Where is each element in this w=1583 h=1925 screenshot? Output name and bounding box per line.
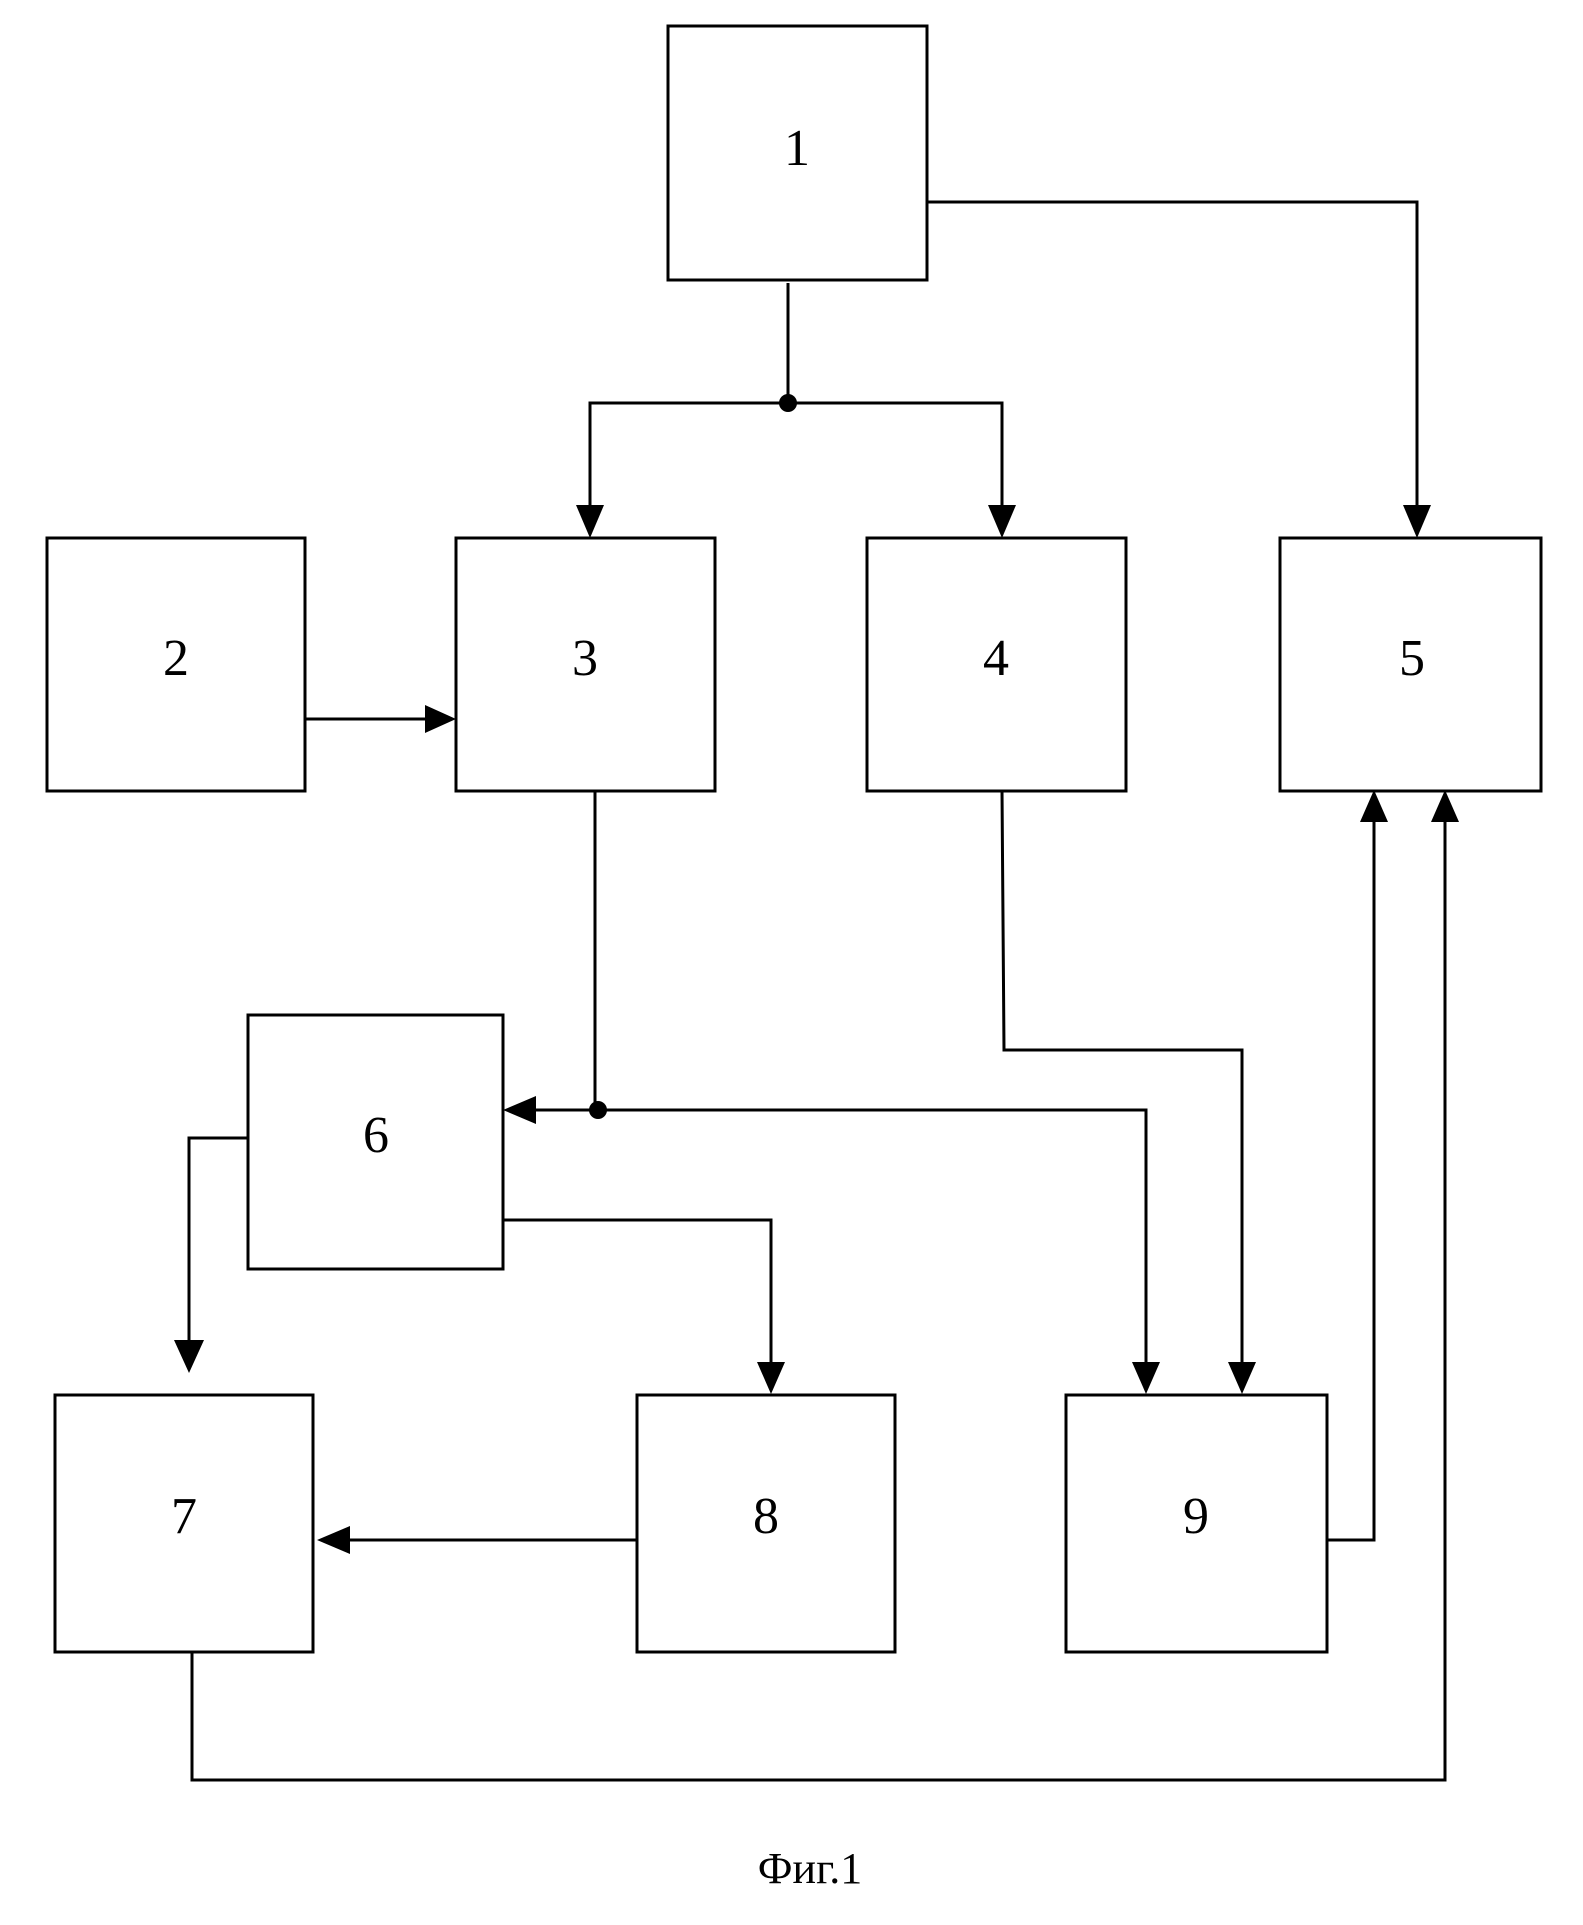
connection-7-to-5 <box>190 815 1447 1782</box>
arrowhead-into-7-top <box>174 1340 204 1373</box>
connection-6-to-8 <box>503 1218 773 1365</box>
block-8: 8 <box>635 1393 897 1654</box>
arrowhead-into-3-left <box>425 705 456 733</box>
arrowhead-into-3-top <box>576 505 604 538</box>
connection-1-to-3 <box>588 401 788 510</box>
connection-9-to-5 <box>1327 815 1376 1542</box>
block-1-label: 1 <box>784 120 810 177</box>
connection-1-to-4 <box>788 401 1004 510</box>
arrowhead-into-8-top <box>757 1362 785 1394</box>
block-6: 6 <box>246 1013 505 1271</box>
junction-dots <box>589 394 797 1119</box>
block-4-label: 4 <box>983 630 1009 687</box>
figure-caption: Фиг.1 <box>758 1844 862 1893</box>
connection-lines <box>187 200 1447 1782</box>
connection-1-to-5 <box>927 200 1419 510</box>
junction-dot-middle <box>589 1101 607 1119</box>
block-3-label: 3 <box>572 630 598 687</box>
block-3: 3 <box>454 536 717 793</box>
block-9-label: 9 <box>1183 1488 1209 1545</box>
block-5-label: 5 <box>1399 630 1425 687</box>
connection-6-to-7 <box>187 1136 248 1343</box>
connection-3-to-9 <box>595 1108 1148 1365</box>
block-8-label: 8 <box>753 1488 779 1545</box>
arrowhead-into-5-bottom-left <box>1360 790 1388 822</box>
arrowhead-into-5-bottom-right <box>1431 790 1459 822</box>
block-6-label: 6 <box>363 1107 389 1164</box>
junction-dot-top <box>779 394 797 412</box>
block-7-label: 7 <box>171 1488 197 1545</box>
arrowhead-into-9-left-top <box>1132 1362 1160 1394</box>
block-2-label: 2 <box>163 630 189 687</box>
block-5: 5 <box>1278 536 1543 793</box>
block-4: 4 <box>865 536 1128 793</box>
arrowhead-into-7-right <box>317 1526 350 1554</box>
connection-4-to-9 <box>1000 789 1244 1365</box>
arrowhead-into-4-top <box>988 505 1016 538</box>
arrowhead-into-6-right <box>503 1096 536 1124</box>
arrowheads <box>174 505 1459 1554</box>
arrowhead-into-9-right-top <box>1228 1362 1256 1394</box>
block-2: 2 <box>45 536 307 793</box>
block-7: 7 <box>53 1393 315 1654</box>
block-9: 9 <box>1064 1393 1329 1654</box>
block-1: 1 <box>666 24 929 282</box>
arrowhead-into-5-top <box>1403 505 1431 538</box>
